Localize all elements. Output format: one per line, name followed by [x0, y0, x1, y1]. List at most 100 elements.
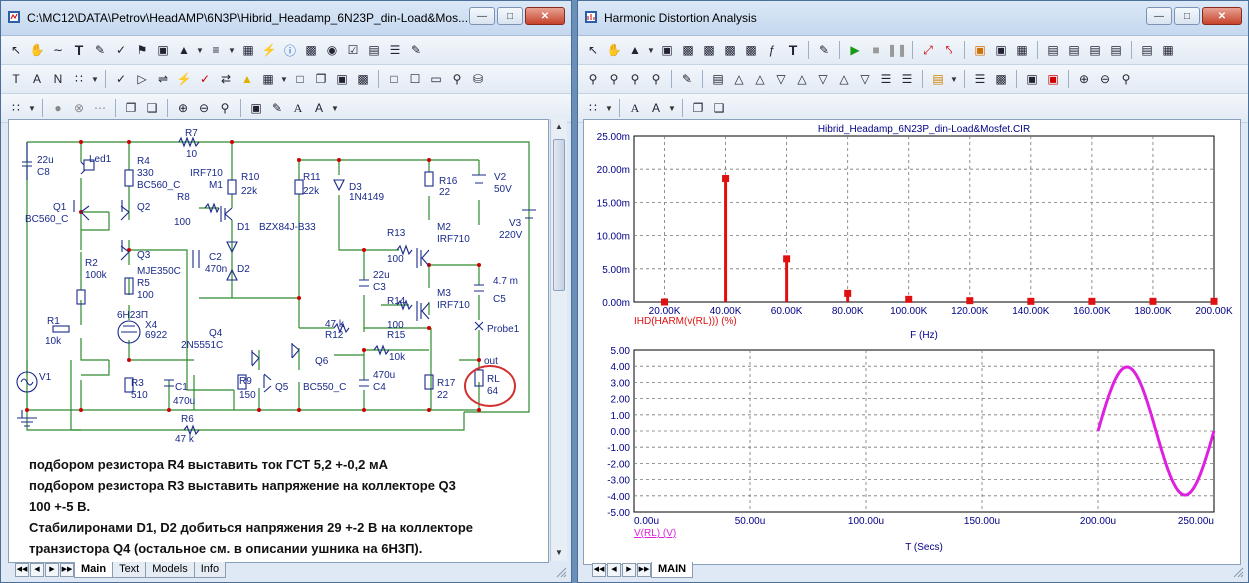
shapes-icon[interactable]: ▲	[178, 43, 190, 57]
prev-tab-icon[interactable]: ◀	[607, 563, 621, 577]
cursor-left-icon[interactable]: ⤢	[923, 42, 933, 57]
cursor-mode-4-icon[interactable]: ▽	[776, 72, 786, 86]
minimize-button[interactable]: —	[469, 7, 495, 25]
font-icon[interactable]: A	[293, 100, 303, 115]
resize-grip-icon[interactable]	[553, 564, 567, 578]
zoom-1-icon[interactable]: ⚲	[588, 72, 598, 86]
numeric-icon[interactable]: ▩	[995, 72, 1007, 86]
window-grid-icon[interactable]: ▦	[1016, 43, 1028, 57]
cursor-right-icon[interactable]: ⤣	[945, 42, 953, 57]
plot-area[interactable]: Hibrid_Headamp_6N23P_din-Load&Mosfet.CIR…	[583, 119, 1241, 565]
list-icon[interactable]: ☰	[389, 43, 401, 57]
paste-window-icon[interactable]: ❑	[713, 101, 725, 115]
scroll-up-arrow-icon[interactable]: ▲	[555, 122, 563, 131]
layout-2-icon[interactable]: ▤	[1068, 43, 1080, 57]
screenshot-icon[interactable]: ▣	[250, 101, 262, 115]
clipboard-icon[interactable]: ▤	[932, 72, 944, 86]
window-orange-icon[interactable]: ▣	[974, 43, 986, 57]
copy-icon[interactable]: ❐	[315, 72, 327, 86]
text-tool-icon[interactable]: T	[74, 42, 84, 58]
next-tab-icon[interactable]: ▶	[622, 563, 636, 577]
cursor-mode-8-icon[interactable]: ▽	[860, 72, 870, 86]
zoom-in-icon[interactable]: ⊕	[177, 101, 189, 115]
pan-hand-icon[interactable]: ✋	[606, 43, 622, 57]
minimize-button[interactable]: —	[1146, 7, 1172, 25]
tile-v-icon[interactable]: ▦	[1162, 43, 1174, 57]
zoom-out-icon[interactable]: ⊖	[198, 101, 210, 115]
grid-dots-icon[interactable]: ∷	[75, 72, 83, 86]
zoom-in-icon[interactable]: ⊕	[1078, 72, 1090, 86]
flag-icon[interactable]: ⚑	[136, 43, 148, 57]
globe-icon[interactable]: ◉	[326, 43, 338, 57]
schematic-diagram[interactable]: 22u C8 Led1 R4 330 BC560_C R7 10 IRF710 …	[9, 120, 548, 562]
grid-small-icon[interactable]: ∷	[12, 101, 20, 115]
next-tab-icon[interactable]: ▶	[45, 563, 59, 577]
minimum-icon[interactable]: ▩	[703, 43, 715, 57]
page-blank-icon[interactable]: □	[296, 72, 304, 86]
cursor-mode-10-icon[interactable]: ☰	[901, 72, 913, 86]
image-icon[interactable]: ▣	[157, 43, 169, 57]
layout-4-icon[interactable]: ▤	[1110, 43, 1122, 57]
first-tab-icon[interactable]: ◀◀	[592, 563, 606, 577]
diode-icon[interactable]: ▷	[137, 72, 147, 86]
scale-icon[interactable]: ▣	[661, 43, 673, 57]
run-icon[interactable]: ▶	[850, 43, 860, 57]
scroll-down-arrow-icon[interactable]: ▼	[555, 548, 563, 557]
cursor-mode-3-icon[interactable]: △	[755, 72, 765, 86]
node-names-icon[interactable]: N	[53, 72, 63, 86]
checkbox-icon[interactable]: ☑	[347, 43, 359, 57]
more-icon[interactable]: ⋯	[94, 101, 106, 115]
check-red-icon[interactable]: ✓	[199, 72, 211, 86]
layout-1-icon[interactable]: ▤	[1047, 43, 1059, 57]
probe-icon[interactable]: ✓	[115, 43, 127, 57]
bolt-icon[interactable]: ⚡	[261, 43, 277, 57]
lightning-icon[interactable]: ⚡	[176, 72, 192, 86]
stop-icon[interactable]: ●	[54, 101, 62, 115]
analysis-titlebar[interactable]: Harmonic Distortion Analysis — □ ✕	[578, 1, 1248, 36]
scroll-thumb[interactable]	[553, 139, 565, 291]
schematic-titlebar[interactable]: C:\MC12\DATA\Petrov\HeadAMP\6N3P\Hibrid_…	[1, 1, 571, 36]
stop-icon[interactable]: ■	[872, 43, 880, 57]
peak-icon[interactable]: ▩	[724, 43, 736, 57]
pan-hand-icon[interactable]: ✋	[29, 43, 45, 57]
maximize-button[interactable]: □	[1174, 7, 1200, 25]
text-tool-icon[interactable]: T	[788, 42, 798, 58]
select-arrow-icon[interactable]: ↖	[10, 43, 22, 57]
last-tab-icon[interactable]: ▶▶	[637, 563, 651, 577]
node-tree-icon[interactable]: ≡	[212, 43, 220, 57]
cursor-mode-7-icon[interactable]: △	[839, 72, 849, 86]
properties-icon[interactable]: ✎	[410, 43, 422, 57]
paste-window-icon[interactable]: ❑	[146, 101, 158, 115]
properties-icon[interactable]: ✎	[818, 43, 830, 57]
select-box-icon[interactable]: □	[390, 72, 398, 86]
pin-icon[interactable]: ✓	[115, 72, 127, 86]
cursor-mode-1-icon[interactable]: ▤	[712, 72, 724, 86]
copy-window-icon[interactable]: ❐	[125, 101, 137, 115]
bus-icon[interactable]: ⇌	[157, 72, 169, 86]
maximum-icon[interactable]: ▩	[682, 43, 694, 57]
list-icon[interactable]: ☰	[974, 72, 986, 86]
binoculars-icon[interactable]: ⛁	[472, 72, 484, 86]
info-icon[interactable]: ⓘ	[283, 43, 296, 58]
attr-a-icon[interactable]: A	[32, 72, 41, 86]
zoom-100-icon[interactable]: ⚲	[1121, 72, 1131, 86]
text-color-icon[interactable]: A	[651, 101, 660, 115]
window-gray-icon[interactable]: ▣	[995, 43, 1007, 57]
cursor-mode-5-icon[interactable]: △	[797, 72, 807, 86]
close-button[interactable]: ✕	[1202, 7, 1242, 25]
props-icon[interactable]: ▩	[357, 72, 369, 86]
zoom-3-icon[interactable]: ⚲	[630, 72, 640, 86]
cursor-mode-2-icon[interactable]: △	[734, 72, 744, 86]
layout-3-icon[interactable]: ▤	[1089, 43, 1101, 57]
fit-y-icon[interactable]: ▣	[1026, 72, 1038, 86]
last-tab-icon[interactable]: ▶▶	[60, 563, 74, 577]
schematic-vertical-scrollbar[interactable]: ▲ ▼	[550, 119, 567, 561]
tab-text[interactable]: Text	[112, 562, 147, 578]
warning-icon[interactable]: ▲	[241, 72, 253, 86]
fit-icon[interactable]: ▣	[336, 72, 348, 86]
clipboard-icon[interactable]: ▤	[368, 43, 380, 57]
zoom-out-icon[interactable]: ⊖	[1099, 72, 1111, 86]
tab-main[interactable]: MAIN	[651, 562, 694, 578]
prev-tab-icon[interactable]: ◀	[30, 563, 44, 577]
schematic-canvas[interactable]: 22u C8 Led1 R4 330 BC560_C R7 10 IRF710 …	[8, 119, 549, 563]
